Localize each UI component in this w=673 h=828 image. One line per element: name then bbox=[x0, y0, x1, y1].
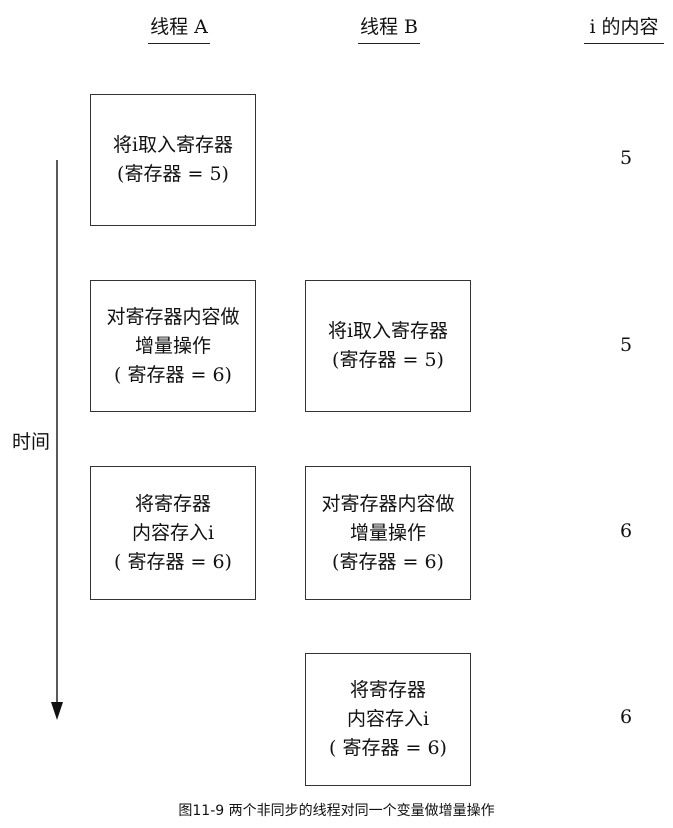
step-1-i-value: 5 bbox=[619, 147, 633, 169]
step-2-thread-b-line-1: 将i取入寄存器 bbox=[327, 320, 449, 342]
header-thread-b: 线程 B bbox=[358, 12, 420, 44]
header-thread-a: 线程 A bbox=[148, 12, 210, 44]
step-2-i-value: 5 bbox=[619, 334, 633, 356]
step-3-thread-b-line-2: 增量操作 bbox=[349, 521, 426, 544]
step-3-thread-a-line-1: 将寄存器 bbox=[134, 492, 211, 515]
header-i-content-underline bbox=[584, 43, 664, 44]
step-2-thread-a-line-2: 增量操作 bbox=[134, 334, 211, 357]
step-1-thread-a-line-1: 将i取入寄存器 bbox=[112, 134, 234, 156]
header-i-content: i 的内容 bbox=[584, 12, 664, 44]
header-thread-a-label: 线程 A bbox=[150, 16, 208, 38]
step-3-thread-a-line-2: 内容存入i bbox=[131, 521, 215, 544]
step-4-thread-b-line-1: 将寄存器 bbox=[349, 679, 426, 701]
step-3-thread-b-line-1: 对寄存器内容做 bbox=[321, 492, 455, 515]
step-3-thread-a-box: 将寄存器 内容存入i ( 寄存器 = 6) bbox=[90, 466, 256, 600]
step-3-i-value: 6 bbox=[619, 520, 633, 542]
step-2-thread-a-line-1: 对寄存器内容做 bbox=[106, 305, 240, 328]
step-4-thread-b-line-3: ( 寄存器 = 6) bbox=[329, 737, 447, 759]
header-thread-b-label: 线程 B bbox=[359, 16, 418, 38]
step-3-thread-a-line-3: ( 寄存器 = 6) bbox=[114, 550, 232, 573]
step-2-thread-a-line-3: ( 寄存器 = 6) bbox=[114, 363, 232, 386]
step-2-thread-b-box: 将i取入寄存器 (寄存器 = 5) bbox=[305, 280, 471, 412]
step-2-thread-a-box: 对寄存器内容做 增量操作 ( 寄存器 = 6) bbox=[90, 280, 256, 412]
step-4-i-value: 6 bbox=[619, 706, 633, 728]
header-thread-b-underline bbox=[358, 43, 420, 44]
header-i-content-label: i 的内容 bbox=[589, 16, 659, 38]
step-1-thread-a-box: 将i取入寄存器 (寄存器 = 5) bbox=[90, 94, 256, 226]
step-3-thread-b-box: 对寄存器内容做 增量操作 (寄存器 = 6) bbox=[305, 466, 471, 600]
step-3-thread-b-line-3: (寄存器 = 6) bbox=[332, 550, 444, 573]
step-4-thread-b-line-2: 内容存入i bbox=[346, 708, 430, 730]
step-2-thread-b-line-2: (寄存器 = 5) bbox=[332, 349, 444, 371]
time-label: 时间 bbox=[12, 431, 51, 453]
header-thread-a-underline bbox=[148, 43, 210, 44]
time-axis-arrowhead bbox=[51, 702, 63, 720]
step-1-thread-a-line-2: (寄存器 = 5) bbox=[117, 163, 229, 185]
figure-caption: 图11-9 两个非同步的线程对同一个变量做增量操作 bbox=[178, 803, 495, 819]
step-4-thread-b-box: 将寄存器 内容存入i ( 寄存器 = 6) bbox=[305, 653, 471, 786]
